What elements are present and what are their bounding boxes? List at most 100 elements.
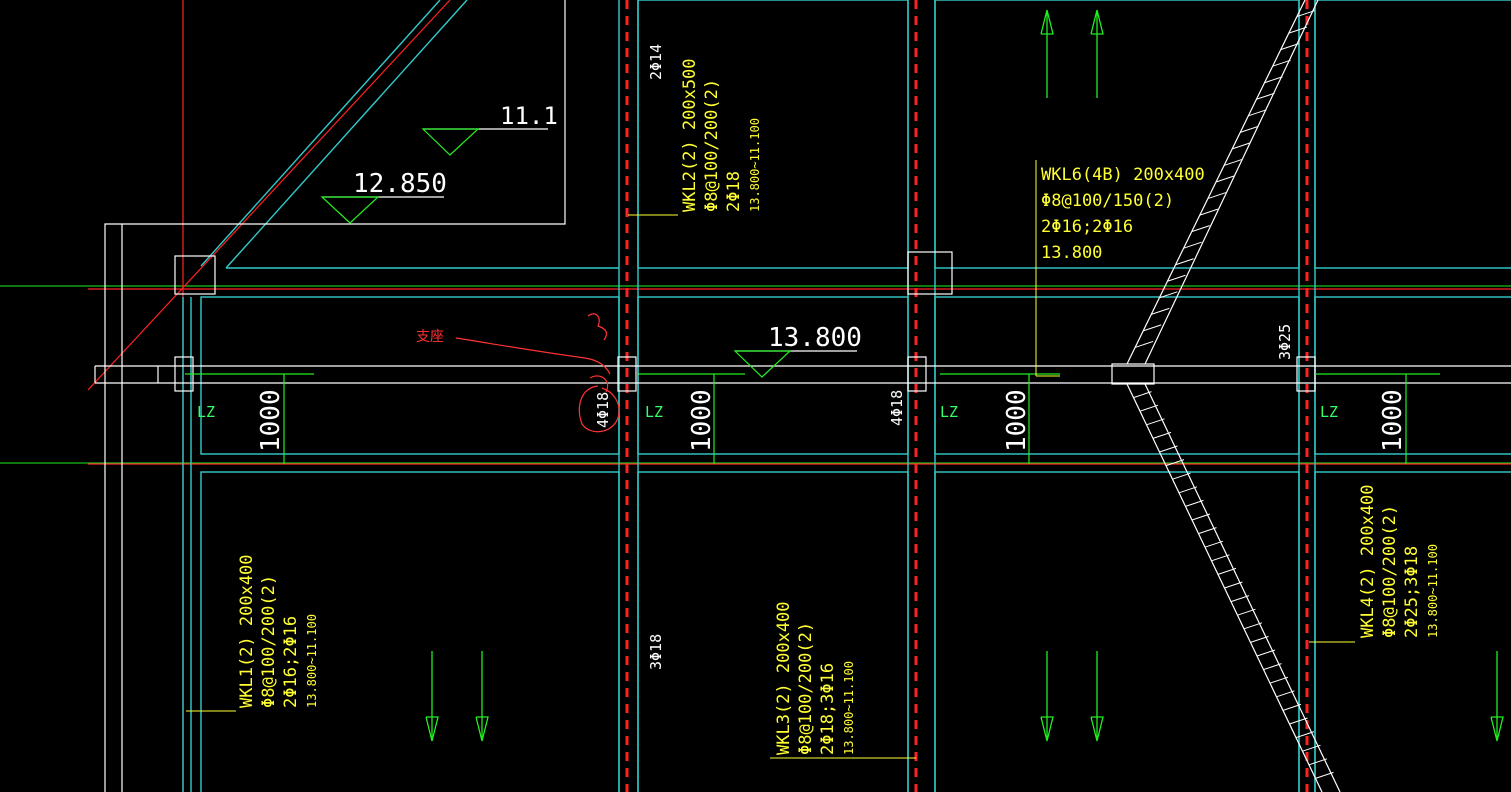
stair-hatch-line — [1151, 307, 1170, 315]
stair-hatch-line — [1217, 567, 1237, 575]
dimension-markers — [185, 373, 1440, 464]
stair-hatch-line — [1224, 581, 1243, 589]
stair-hatch-line — [1256, 649, 1276, 657]
stair-hatch-line — [1165, 459, 1185, 467]
rebar-tag-mid-col4: 3Φ25 — [1276, 324, 1294, 360]
svg-text:Φ8@100/200(2): Φ8@100/200(2) — [259, 575, 279, 708]
svg-text:WKL3(2) 200x400: WKL3(2) 200x400 — [774, 601, 794, 755]
stair-hatch-line — [1269, 676, 1289, 684]
stair-hatch-top — [1134, 10, 1316, 348]
svg-text:13.800~11.100: 13.800~11.100 — [842, 661, 856, 755]
stair-hatch-line — [1146, 418, 1165, 426]
stair-hatch-line — [1152, 431, 1172, 439]
svg-text:2Φ18: 2Φ18 — [724, 171, 744, 212]
svg-text:2Φ25;3Φ18: 2Φ25;3Φ18 — [1402, 546, 1422, 638]
beam-label-wkl3: WKL3(2) 200x400 Φ8@100/200(2) 2Φ18;3Φ16 … — [774, 601, 856, 755]
lz-label-4: LZ — [1320, 403, 1338, 421]
stair-hatch-line — [1296, 10, 1316, 18]
stair-hatch-line — [1175, 258, 1194, 266]
green-axis-lines — [0, 285, 1511, 464]
lz-label-1: LZ — [197, 403, 215, 421]
stair-hatch-line — [1250, 635, 1269, 643]
stair-hatch-line — [1272, 59, 1291, 67]
rebar-tag-top-col2: 2Φ14 — [647, 44, 665, 80]
stair-hatch-line — [1223, 158, 1243, 166]
stair-hatch-line — [1207, 192, 1227, 200]
beam-label-wkl6: WKL6(4B) 200x400 Φ8@100/150(2) 2Φ16;2Φ16… — [1041, 165, 1205, 263]
stair-hatch-line — [1282, 703, 1302, 711]
beam-label-wkl1: WKL1(2) 200x400 Φ8@100/200(2) 2Φ16;2Φ16 … — [237, 554, 319, 708]
stair-hatch-line — [1280, 43, 1299, 51]
cyan-slab-outlines — [182, 0, 1511, 792]
stair-hatch-line — [1167, 274, 1186, 282]
support-annotation — [455, 313, 620, 433]
stair-hatch-line — [1302, 744, 1321, 752]
rebar-tag-mid-col3: 4Φ18 — [888, 390, 906, 426]
beam-label-wkl4: WKL4(2) 200x400 Φ8@100/200(2) 2Φ25;3Φ18 … — [1358, 484, 1440, 638]
dimension-text-3: 1000 — [1002, 389, 1032, 452]
stair-hatch-line — [1191, 513, 1211, 521]
rebar-tag-bottom-col2: 3Φ18 — [647, 634, 665, 670]
svg-text:WKL2(2) 200x500: WKL2(2) 200x500 — [680, 58, 700, 212]
stair-hatch-line — [1243, 622, 1263, 630]
stair-hatch-line — [1178, 486, 1198, 494]
stair-hatch-line — [1211, 554, 1230, 562]
stair-hatch-line — [1288, 26, 1307, 34]
dimension-text-4: 1000 — [1378, 389, 1408, 452]
elevation-text-13-800: 13.800 — [768, 323, 862, 353]
elevation-text-11-1: 11.1 — [500, 102, 558, 130]
elevation-marker-11-1: 11.1 — [421, 102, 558, 156]
svg-text:13.800: 13.800 — [1041, 243, 1102, 263]
red-dashed-centerlines — [625, 0, 1309, 792]
stair-hatch-line — [1183, 241, 1202, 249]
stair-hatch-bottom — [1133, 391, 1334, 779]
stair-hatch-line — [1315, 771, 1334, 779]
dimension-text-1: 1000 — [256, 389, 286, 452]
stair-hatch-line — [1248, 109, 1267, 117]
stair-hatch-line — [1159, 291, 1178, 299]
stair-hatch-line — [1185, 499, 1204, 507]
stair-hatch-line — [1133, 391, 1152, 399]
stair-hatch-line — [1159, 445, 1178, 453]
stair-hatch-line — [1134, 340, 1154, 348]
svg-text:2Φ18;3Φ16: 2Φ18;3Φ16 — [818, 663, 838, 755]
stair-hatch-line — [1256, 92, 1275, 100]
rebar-tag-mid-col2: 4Φ18 — [594, 392, 612, 428]
stair-hatch-line — [1143, 324, 1162, 332]
svg-text:WKL1(2) 200x400: WKL1(2) 200x400 — [237, 554, 257, 708]
svg-text:13.800~11.100: 13.800~11.100 — [748, 118, 762, 212]
dimension-text-2: 1000 — [687, 389, 717, 452]
lz-label-3: LZ — [940, 403, 958, 421]
svg-text:WKL4(2) 200x400: WKL4(2) 200x400 — [1358, 484, 1378, 638]
svg-text:Φ8@100/200(2): Φ8@100/200(2) — [702, 79, 722, 212]
stair-hatch-line — [1308, 758, 1328, 766]
stair-hatch-line — [1264, 76, 1283, 84]
stair-hatch-line — [1295, 731, 1315, 739]
stair-hatch-line — [1199, 208, 1218, 216]
stair-hatch-line — [1232, 142, 1251, 150]
elevation-marker-12-850: 12.850 — [320, 169, 447, 224]
stair-hatch-line — [1198, 527, 1217, 535]
stair-hatch-line — [1230, 595, 1250, 603]
elevation-text-12-850: 12.850 — [353, 169, 447, 199]
svg-text:2Φ16;2Φ16: 2Φ16;2Φ16 — [281, 616, 301, 708]
stair-hatch-line — [1263, 663, 1282, 671]
svg-text:13.800~11.100: 13.800~11.100 — [1426, 544, 1440, 638]
stair-hatch-line — [1276, 690, 1295, 698]
stair-hatch-line — [1237, 608, 1256, 616]
svg-text:Φ8@100/200(2): Φ8@100/200(2) — [1380, 505, 1400, 638]
beam-label-wkl2: WKL2(2) 200x500 Φ8@100/200(2) 2Φ18 13.80… — [680, 58, 762, 212]
svg-text:Φ8@100/150(2): Φ8@100/150(2) — [1041, 191, 1174, 211]
svg-text:WKL6(4B) 200x400: WKL6(4B) 200x400 — [1041, 165, 1205, 185]
stair-hatch-line — [1204, 540, 1224, 548]
lz-label-2: LZ — [645, 403, 663, 421]
stair-hatch-line — [1139, 404, 1159, 412]
stair-hatch-line — [1240, 125, 1259, 133]
svg-text:13.800~11.100: 13.800~11.100 — [305, 614, 319, 708]
stair-hatch-line — [1215, 175, 1235, 183]
beam-leaders — [186, 160, 1355, 759]
stair-hatch-line — [1191, 225, 1210, 233]
svg-text:2Φ16;2Φ16: 2Φ16;2Φ16 — [1041, 217, 1133, 237]
stair-hatch-line — [1289, 717, 1308, 725]
